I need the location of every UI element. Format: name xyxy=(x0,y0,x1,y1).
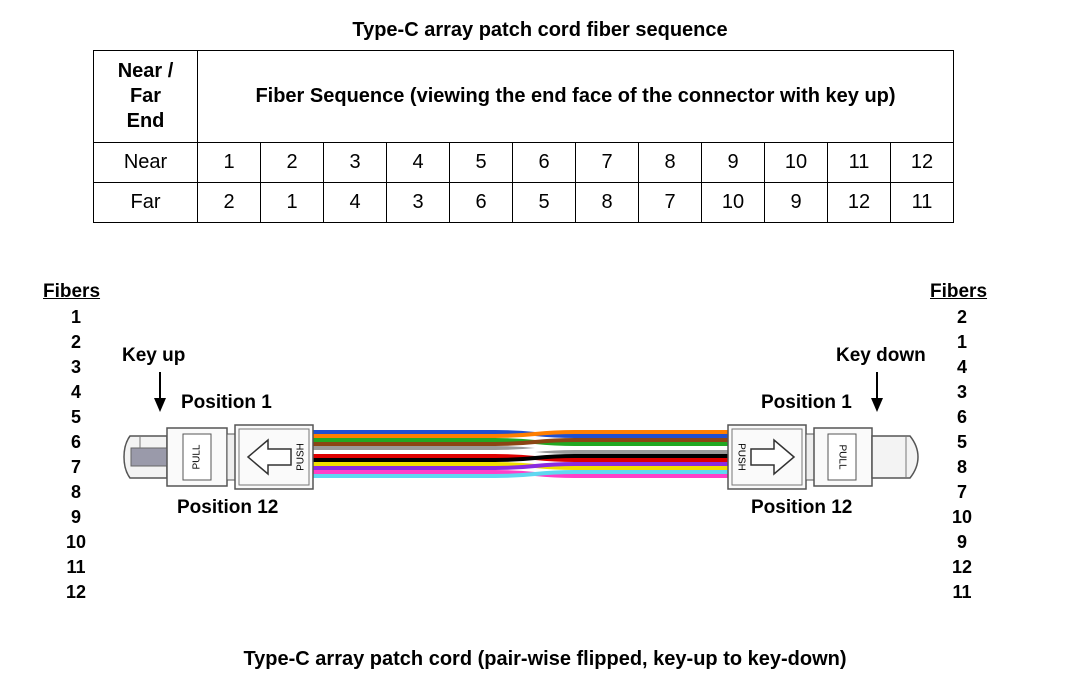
page-title: Type-C array patch cord fiber sequence xyxy=(352,19,728,41)
table-cell: 1 xyxy=(260,182,324,223)
table-cell: 11 xyxy=(827,142,891,183)
right-position-1-label: Position 1 xyxy=(761,392,852,413)
fiber-line xyxy=(313,462,728,470)
table-cell: 4 xyxy=(323,182,387,223)
right-position-12-label: Position 12 xyxy=(751,497,853,518)
fiber-line xyxy=(313,454,728,462)
table-cell: 1 xyxy=(197,142,261,183)
near-far-header-line: Near / xyxy=(117,60,174,82)
list-item: 8 xyxy=(70,482,81,502)
list-item: 4 xyxy=(956,357,967,377)
list-item: 5 xyxy=(956,432,967,452)
table-cell: 2 xyxy=(197,182,261,223)
key-up-label: Key up xyxy=(122,345,186,366)
fiber-line xyxy=(313,430,728,438)
right-fibers-heading: Fibers xyxy=(930,281,988,302)
near-far-header: Near / Far End xyxy=(93,50,198,143)
list-item: 11 xyxy=(952,582,972,602)
table-cell: 2 xyxy=(260,142,324,183)
list-item: 12 xyxy=(65,582,87,602)
list-item: 1 xyxy=(956,332,967,352)
left-connector xyxy=(123,424,314,490)
table-row: Far 2 1 4 3 6 5 8 7 10 9 12 11 xyxy=(93,182,954,223)
list-item: 6 xyxy=(956,407,967,427)
table-cell: 8 xyxy=(575,182,639,223)
table-cell: 3 xyxy=(386,182,450,223)
right-pull-text: PULL xyxy=(836,444,847,469)
table-cell: 10 xyxy=(701,182,765,223)
table-cell: 5 xyxy=(512,182,576,223)
right-connector xyxy=(727,424,919,490)
table-cell: 10 xyxy=(764,142,828,183)
fiber-line xyxy=(313,470,728,478)
key-down-label: Key down xyxy=(836,345,926,366)
near-far-header-line: Far xyxy=(129,85,162,107)
list-item: 10 xyxy=(65,532,87,552)
fiber-ribbon xyxy=(313,430,728,478)
table-row: Near 1 2 3 4 5 6 7 8 9 10 11 12 xyxy=(93,142,954,183)
left-pull-text: PULL xyxy=(192,444,203,469)
right-push-text: PUSH xyxy=(735,443,746,471)
left-position-12-label: Position 12 xyxy=(177,497,279,518)
table-cell: 12 xyxy=(827,182,891,223)
diagram-caption: Type-C array patch cord (pair-wise flipp… xyxy=(243,648,847,670)
list-item: 10 xyxy=(951,507,973,527)
list-item: 9 xyxy=(956,532,967,552)
table-cell: 5 xyxy=(449,142,513,183)
list-item: 7 xyxy=(956,482,967,502)
right-fibers-list: 2 1 4 3 6 5 8 7 10 9 12 11 xyxy=(944,305,980,605)
table-cell: 3 xyxy=(323,142,387,183)
list-item: 4 xyxy=(70,382,81,402)
near-far-header-line: End xyxy=(126,110,165,132)
list-item: 3 xyxy=(956,382,967,402)
table-cell: 7 xyxy=(638,182,702,223)
table-cell: 12 xyxy=(890,142,954,183)
fiber-sequence-header: Fiber Sequence (viewing the end face of … xyxy=(197,50,954,143)
table-header-row: Near / Far End Fiber Sequence (viewing t… xyxy=(93,50,954,143)
left-push-text: PUSH xyxy=(296,443,307,471)
list-item: 5 xyxy=(70,407,81,427)
list-item: 1 xyxy=(70,307,81,327)
list-item: 3 xyxy=(70,357,81,377)
list-item: 2 xyxy=(70,332,81,352)
key-down-arrow-icon xyxy=(871,372,883,412)
table-cell: 7 xyxy=(575,142,639,183)
list-item: 11 xyxy=(66,557,86,577)
list-item: 8 xyxy=(956,457,967,477)
left-fibers-list: 1 2 3 4 5 6 7 8 9 10 11 12 xyxy=(60,305,92,605)
list-item: 7 xyxy=(70,457,81,477)
fiber-line xyxy=(313,446,728,454)
fiber-sequence-table: Near / Far End Fiber Sequence (viewing t… xyxy=(93,50,954,223)
list-item: 6 xyxy=(70,432,81,452)
list-item: 2 xyxy=(956,307,967,327)
left-position-1-label: Position 1 xyxy=(181,392,272,413)
list-item: 9 xyxy=(70,507,81,527)
table-cell: 11 xyxy=(890,182,954,223)
list-item: 12 xyxy=(951,557,973,577)
fiber-line xyxy=(313,438,728,446)
key-up-arrow-icon xyxy=(154,372,166,412)
left-push-arrow-icon xyxy=(246,438,292,476)
right-push-arrow-icon xyxy=(750,438,796,476)
left-fibers-heading: Fibers xyxy=(43,281,101,302)
